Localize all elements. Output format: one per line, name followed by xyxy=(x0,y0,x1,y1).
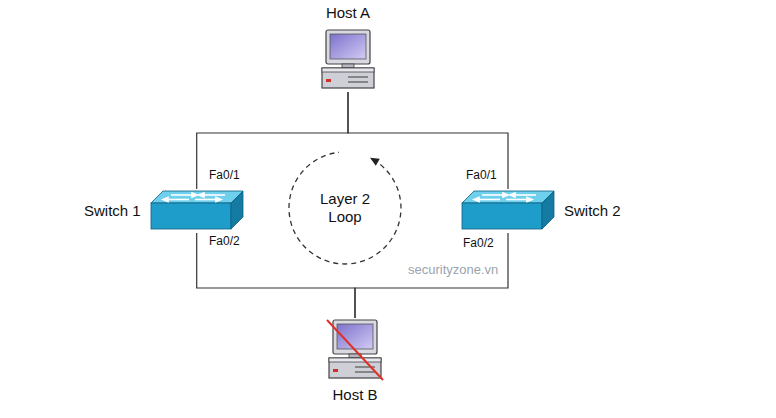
loop-arrowhead xyxy=(370,158,380,166)
switch-icon xyxy=(460,189,556,233)
network-link xyxy=(355,233,508,318)
switch-icon xyxy=(149,189,245,233)
host-node: Host B xyxy=(325,318,385,404)
switch-node: Switch 1 xyxy=(84,189,245,233)
device-name: Switch 1 xyxy=(84,202,141,220)
port-label: Fa0/2 xyxy=(463,236,494,250)
loop-label: Layer 2 Loop xyxy=(313,190,377,226)
host-node: Host A xyxy=(318,4,378,92)
port-label: Fa0/1 xyxy=(466,168,497,182)
network-link xyxy=(197,233,355,318)
failure-cross xyxy=(327,320,383,380)
device-name: Switch 2 xyxy=(564,202,621,220)
computer-icon xyxy=(318,28,378,92)
port-label: Fa0/2 xyxy=(209,234,240,248)
network-link xyxy=(348,92,508,189)
network-link xyxy=(197,92,348,189)
switch-node: Switch 2 xyxy=(460,189,621,233)
watermark: securityzone.vn xyxy=(408,262,498,278)
port-label: Fa0/1 xyxy=(209,168,240,182)
computer-icon xyxy=(325,318,385,382)
device-name: Host B xyxy=(332,386,377,404)
loop-circle xyxy=(289,152,401,264)
device-name: Host A xyxy=(326,4,370,22)
